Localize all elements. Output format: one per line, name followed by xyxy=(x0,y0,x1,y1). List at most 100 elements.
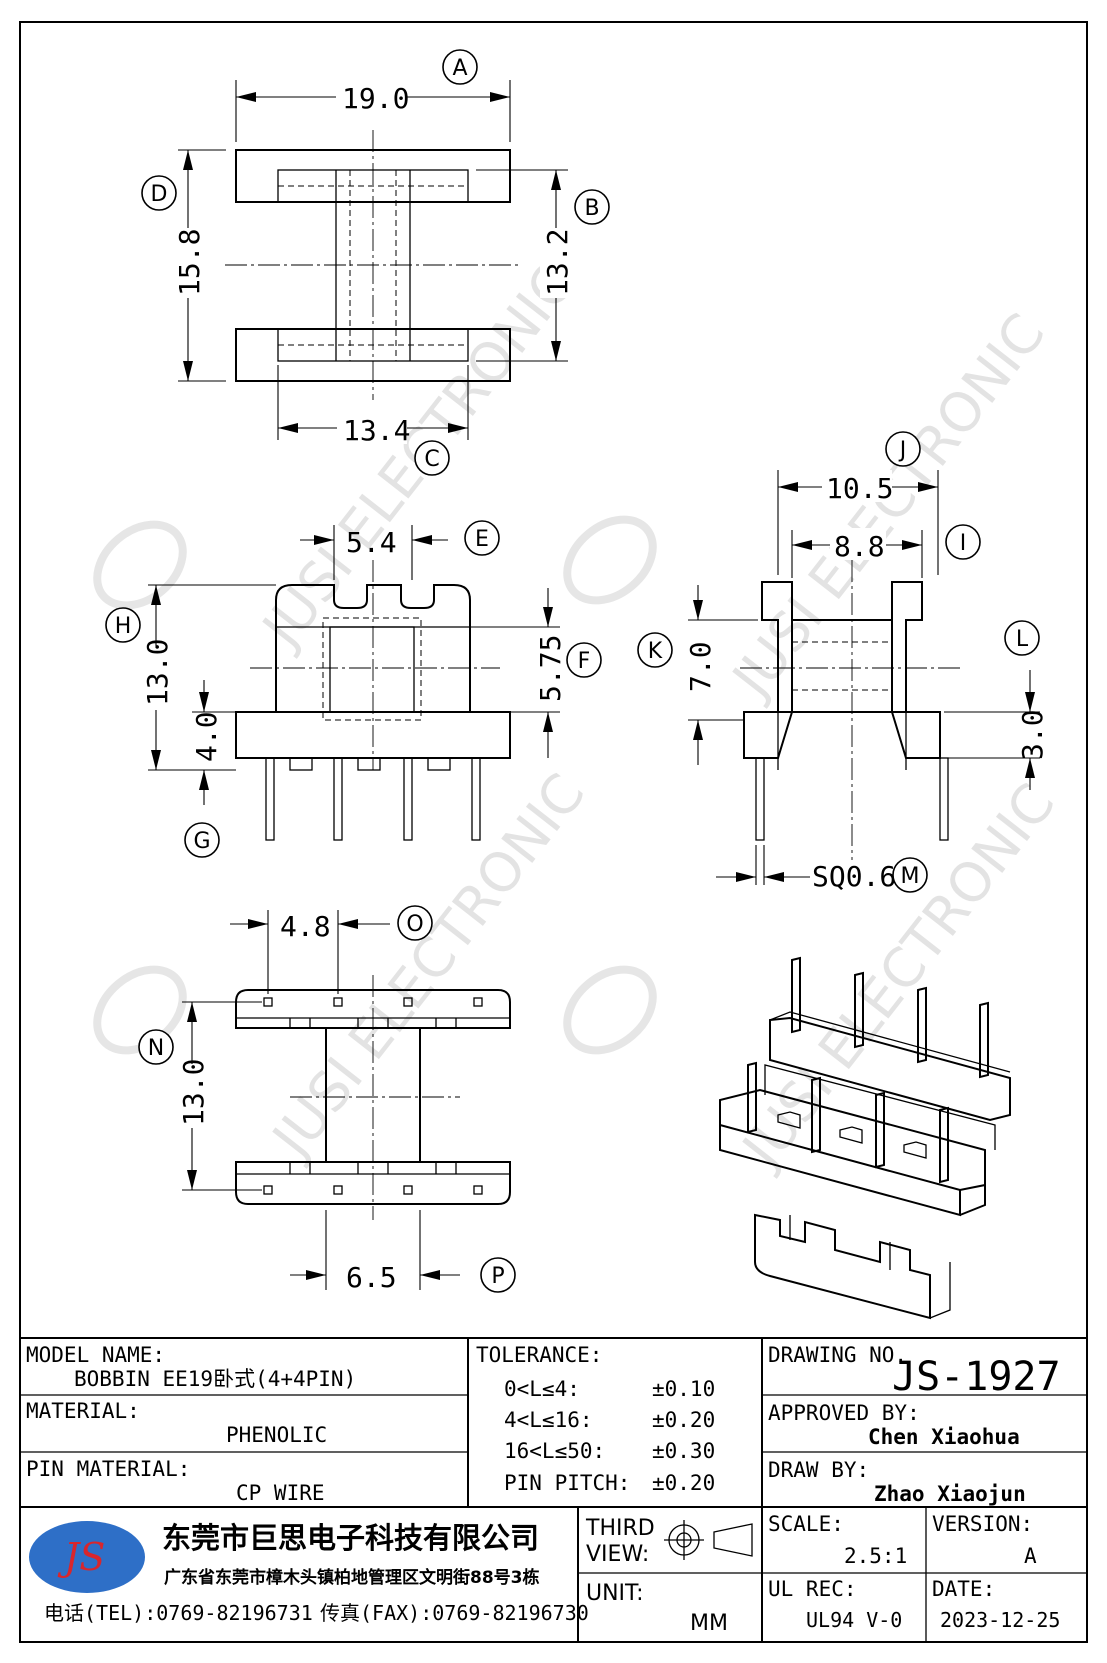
dim-h: 13.0 xyxy=(141,639,174,706)
svg-text:K: K xyxy=(648,639,663,664)
company-logo-text: JS xyxy=(57,1535,105,1579)
drawing-frame xyxy=(19,21,1088,1643)
watermark-logo xyxy=(93,515,657,1055)
material-value: PHENOLIC xyxy=(226,1423,327,1447)
front-view xyxy=(235,560,511,841)
bubble-o: O xyxy=(397,905,433,941)
dim-p: 6.5 xyxy=(346,1261,397,1294)
bubble-c: C xyxy=(414,440,450,476)
company-tel: 电话(TEL):0769-82196731 xyxy=(44,1601,313,1625)
version-label: VERSION: xyxy=(932,1512,1033,1536)
watermark-text: JUSI ELECTRONIC xyxy=(259,762,597,1170)
svg-text:B: B xyxy=(584,196,599,221)
bubble-p: P xyxy=(480,1257,516,1293)
tolerance-range: 4<L≤16: xyxy=(504,1408,593,1432)
dimension-lines xyxy=(140,80,1040,1292)
company-fax: 传真(FAX):0769-82196730 xyxy=(320,1601,589,1625)
dim-k: 7.0 xyxy=(684,641,717,692)
ul-value: UL94 V-0 xyxy=(806,1608,902,1632)
approved-label: APPROVED BY: xyxy=(768,1401,920,1425)
third-view-label: THIRD xyxy=(585,1516,655,1541)
svg-text:M: M xyxy=(901,864,920,889)
svg-text:D: D xyxy=(151,182,168,207)
svg-text:H: H xyxy=(115,614,132,639)
dim-i: 8.8 xyxy=(834,530,885,563)
bubble-g: G xyxy=(184,822,220,858)
svg-text:I: I xyxy=(960,531,967,556)
tolerance-range: 16<L≤50: xyxy=(504,1439,605,1463)
version-value: A xyxy=(1024,1544,1037,1568)
svg-text:A: A xyxy=(452,56,467,81)
draw-by-value: Zhao Xiaojun xyxy=(874,1482,1026,1506)
third-angle-symbol xyxy=(664,1520,753,1560)
top-view xyxy=(225,130,520,400)
company-address: 广东省东莞市樟木头镇柏地管理区文明街88号3栋 xyxy=(164,1567,540,1588)
svg-text:J: J xyxy=(898,438,907,463)
dim-f: 5.75 xyxy=(534,635,567,702)
model-name-value: BOBBIN EE19卧式(4+4PIN) xyxy=(74,1367,356,1391)
dimension-values: 19.0 13.2 13.4 15.8 5.4 5.75 4.0 13.0 10… xyxy=(141,82,1049,1294)
approved-value: Chen Xiaohua xyxy=(868,1425,1020,1449)
reference-bubbles: A B C D E F G H I J K L M N O P xyxy=(105,49,1040,1293)
bubble-m: M xyxy=(892,857,928,893)
drawing-no-value: JS-1927 xyxy=(892,1354,1061,1400)
tolerance-value: ±0.20 xyxy=(652,1408,715,1432)
watermark: JUSI ELECTRONIC JUSI ELECTRONIC JUSI ELE… xyxy=(93,252,1067,1180)
dim-c: 13.4 xyxy=(343,414,410,447)
svg-text:G: G xyxy=(193,829,210,854)
company-logo: JS xyxy=(29,1521,145,1593)
watermark-text: JUSI ELECTRONIC xyxy=(719,302,1057,710)
dim-l: 3.0 xyxy=(1016,709,1049,760)
date-value: 2023-12-25 xyxy=(940,1608,1060,1632)
bubble-d: D xyxy=(141,175,177,211)
watermark-text: JUSI ELECTRONIC xyxy=(729,772,1067,1180)
dim-b: 13.2 xyxy=(541,229,574,296)
tolerance-value: ±0.20 xyxy=(652,1471,715,1495)
pin-material-value: CP WIRE xyxy=(236,1481,325,1505)
dim-a: 19.0 xyxy=(342,82,409,115)
dim-g: 4.0 xyxy=(190,711,223,762)
bubble-n: N xyxy=(138,1029,174,1065)
svg-text:O: O xyxy=(406,912,423,937)
unit-label: UNIT: xyxy=(586,1581,643,1606)
bottom-pin-holes xyxy=(263,997,483,1195)
bubble-a: A xyxy=(442,49,478,85)
model-name-label: MODEL NAME: xyxy=(26,1343,165,1367)
tolerance-value: ±0.10 xyxy=(652,1377,715,1401)
side-view xyxy=(740,560,960,860)
bubble-e: E xyxy=(464,520,500,556)
draw-by-label: DRAW BY: xyxy=(768,1458,869,1482)
front-pins xyxy=(265,757,481,841)
svg-text:F: F xyxy=(578,649,591,674)
svg-text:C: C xyxy=(424,447,439,472)
scale-value: 2.5:1 xyxy=(844,1544,907,1568)
dim-d: 15.8 xyxy=(173,229,206,296)
date-label: DATE: xyxy=(932,1577,995,1601)
dim-n: 13.0 xyxy=(177,1059,210,1126)
tolerance-label: TOLERANCE: xyxy=(476,1343,602,1367)
tolerance-range: PIN PITCH: xyxy=(504,1471,630,1495)
bubble-l: L xyxy=(1004,620,1040,656)
tolerance-range: 0<L≤4: xyxy=(504,1377,580,1401)
company-name: 东莞市巨思电子科技有限公司 xyxy=(162,1521,539,1555)
tolerance-value: ±0.30 xyxy=(652,1439,715,1463)
isometric-view xyxy=(719,956,1011,1320)
title-block: MODEL NAME: BOBBIN EE19卧式(4+4PIN) MATERI… xyxy=(20,1337,1087,1642)
bubble-k: K xyxy=(637,632,673,668)
bottom-view xyxy=(235,975,511,1220)
pin-material-label: PIN MATERIAL: xyxy=(26,1457,190,1481)
bubble-f: F xyxy=(566,642,602,678)
dim-j: 10.5 xyxy=(826,472,893,505)
dim-o: 4.8 xyxy=(280,910,331,943)
tolerance-table: 0<L≤4: ±0.10 4<L≤16: ±0.20 16<L≤50: ±0.3… xyxy=(504,1377,715,1495)
drawing-no-label: DRAWING NO. xyxy=(768,1343,907,1367)
svg-text:E: E xyxy=(475,527,489,552)
iso-pins xyxy=(747,956,989,1184)
svg-text:L: L xyxy=(1016,627,1029,652)
unit-value: MM xyxy=(690,1611,728,1636)
dim-e: 5.4 xyxy=(346,526,397,559)
bubble-j: J xyxy=(885,431,921,467)
bubble-h: H xyxy=(105,607,141,643)
scale-label: SCALE: xyxy=(768,1512,844,1536)
bubble-i: I xyxy=(945,524,981,560)
